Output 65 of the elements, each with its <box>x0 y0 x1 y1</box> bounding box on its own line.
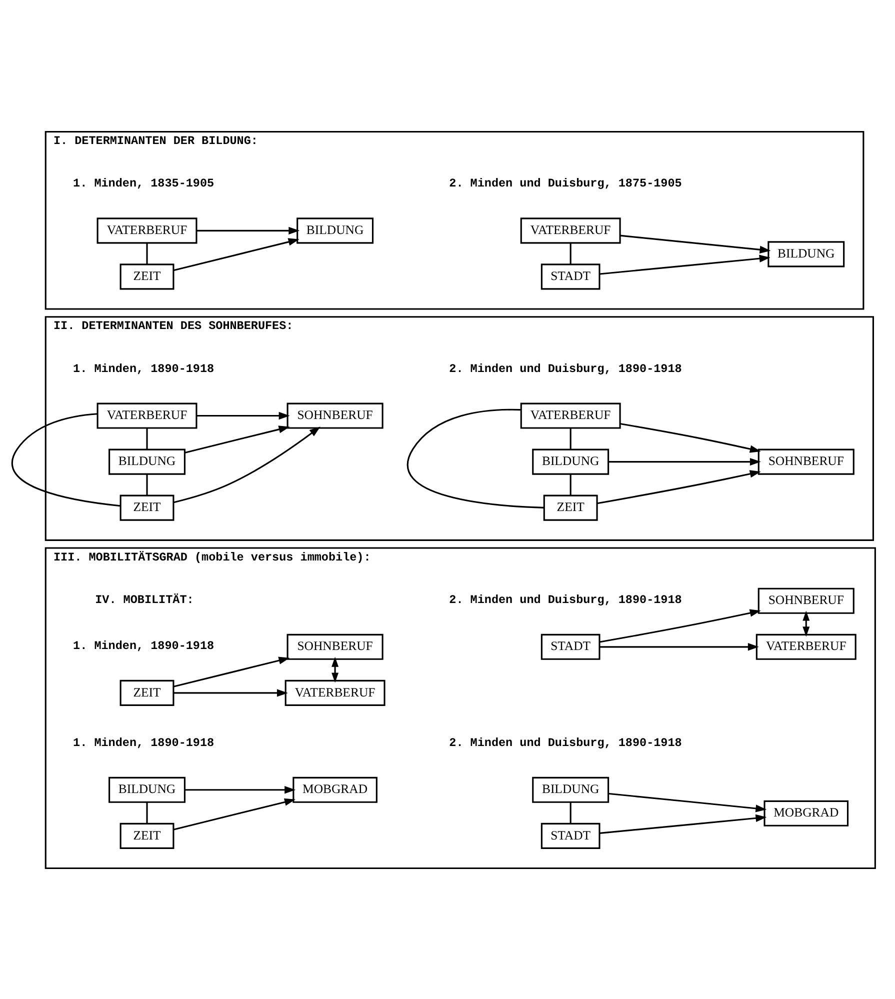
node-box: VATERBERUF <box>756 633 856 660</box>
arrow <box>620 234 771 253</box>
node-box: ZEIT <box>120 494 174 520</box>
node-box: SOHNBERUF <box>758 448 854 474</box>
arrow <box>173 238 300 271</box>
node-box: BILDUNG <box>296 217 374 244</box>
label: 1. Minden, 1835-1905 <box>73 176 214 190</box>
label: 2. Minden und Duisburg, 1890-1918 <box>449 735 682 750</box>
connector <box>407 408 544 508</box>
label: 1. Minden, 1890-1918 <box>73 361 214 376</box>
connector <box>146 242 148 264</box>
node-box: BILDUNG <box>108 776 186 802</box>
arrow <box>332 656 339 682</box>
arrow <box>597 470 761 504</box>
arrow <box>184 786 296 794</box>
node-box: BILDUNG <box>532 448 610 474</box>
label: 1. Minden, 1890-1918 <box>73 735 214 750</box>
node-box: MOBGRAD <box>764 800 849 826</box>
label: 2. Minden und Duisburg, 1890-1918 <box>449 361 682 376</box>
node-box: MOBGRAD <box>292 776 378 802</box>
node-box: BILDUNG <box>532 776 610 802</box>
node-box: VATERBERUF <box>520 217 621 244</box>
arrow <box>600 814 767 834</box>
label: 1. Minden, 1890-1918 <box>73 638 214 652</box>
node-box: ZEIT <box>120 263 174 290</box>
connector <box>570 474 572 495</box>
arrow <box>173 656 290 687</box>
connector <box>12 412 120 506</box>
arrow <box>600 608 761 642</box>
arrow <box>174 426 320 503</box>
arrow <box>600 254 770 274</box>
node-box: STADT <box>540 263 600 290</box>
connector <box>146 428 148 449</box>
node-box: STADT <box>540 822 600 848</box>
node-box: ZEIT <box>543 494 598 520</box>
node-box: ZEIT <box>120 679 174 706</box>
node-box: VATERBERUF <box>284 679 386 706</box>
node-box: BILDUNG <box>108 448 186 474</box>
arrow <box>184 425 290 453</box>
label: 2. Minden und Duisburg, 1875-1905 <box>449 176 682 190</box>
connector <box>146 474 148 495</box>
node-box: BILDUNG <box>768 240 845 267</box>
arrow <box>196 226 300 234</box>
arrow <box>600 642 759 650</box>
connector <box>146 802 148 823</box>
node-box: STADT <box>540 633 600 660</box>
node-box: VATERBERUF <box>96 217 198 244</box>
node-box: VATERBERUF <box>520 402 621 428</box>
arrow <box>173 798 296 830</box>
arrow <box>802 610 810 636</box>
arrow <box>608 457 761 466</box>
connector <box>570 802 572 823</box>
connector <box>570 242 572 264</box>
label: IV. MOBILITÄT: <box>95 592 194 606</box>
label: 2. Minden und Duisburg, 1890-1918 <box>449 592 682 606</box>
node-box: SOHNBERUF <box>286 633 384 660</box>
arrow <box>173 688 288 696</box>
arrow <box>608 792 767 812</box>
node-box: ZEIT <box>120 822 174 848</box>
connector <box>570 428 572 449</box>
arrow <box>196 411 290 420</box>
arrow <box>620 422 761 452</box>
node-box: SOHNBERUF <box>758 587 854 614</box>
node-box: VATERBERUF <box>96 402 198 428</box>
node-box: SOHNBERUF <box>286 402 384 428</box>
